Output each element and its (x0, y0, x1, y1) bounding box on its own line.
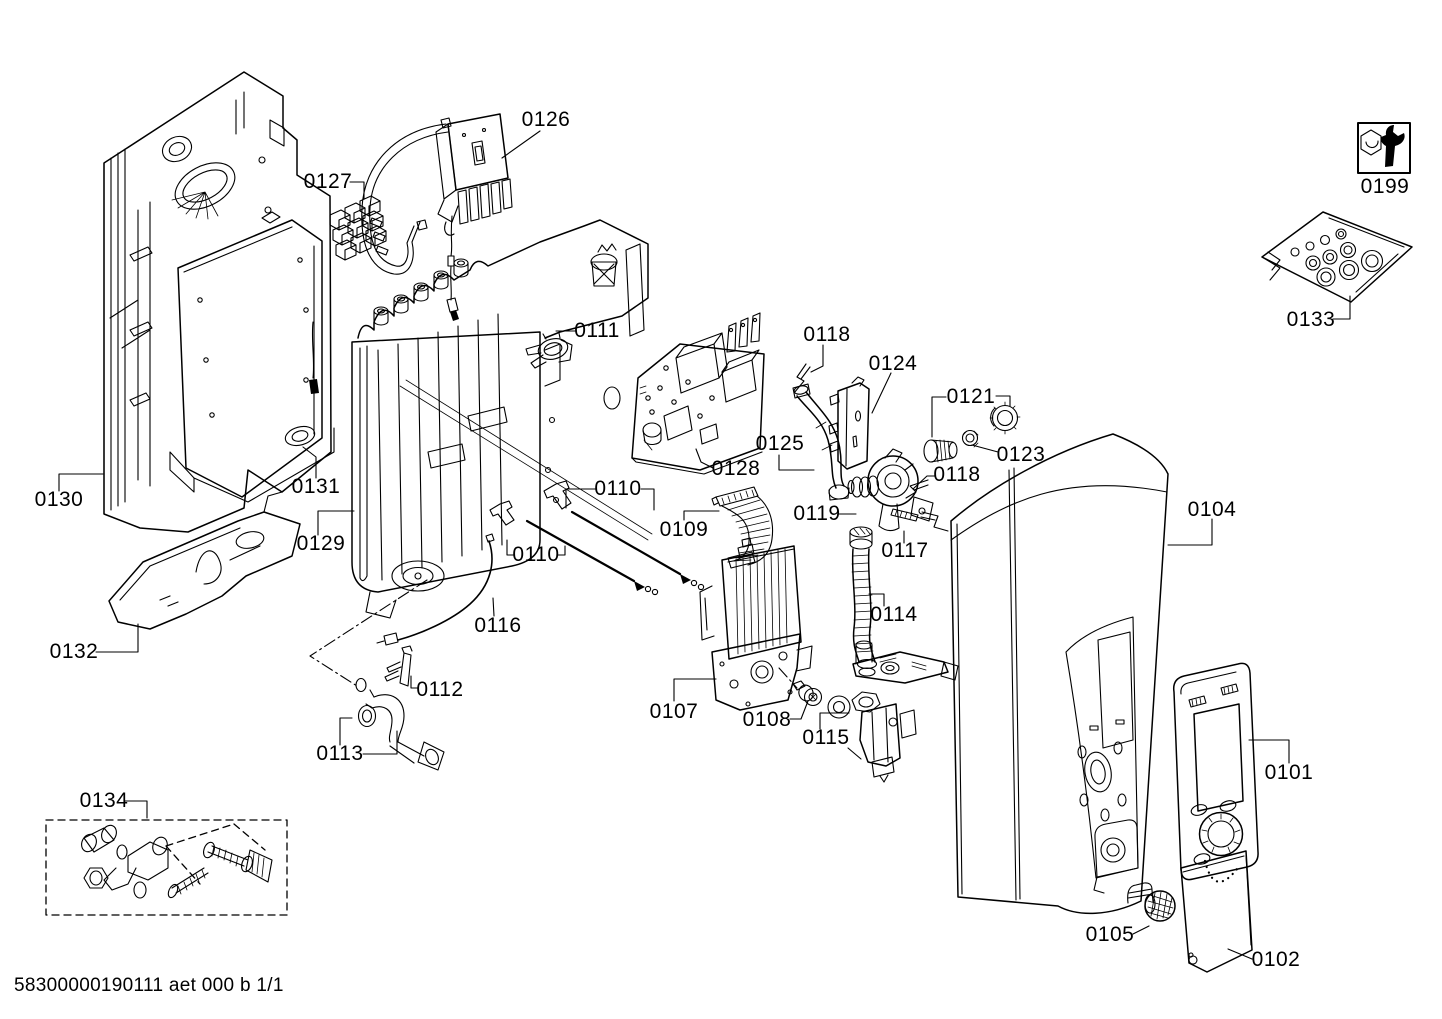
part-0115-drawing (827, 640, 959, 783)
part-0121-drawing (923, 401, 1021, 463)
part-0111-drawing (525, 332, 573, 369)
part-label-0115: 0115 (802, 726, 850, 749)
part-label-0134: 0134 (79, 789, 129, 812)
part-0119-drawing (847, 448, 934, 532)
part-label-0128: 0128 (711, 457, 761, 480)
part-label-0110-upper: 0110 (594, 477, 642, 500)
part-0131-drawing (169, 211, 335, 503)
leader-lines (58, 130, 1351, 960)
part-0118-upper-drawing (793, 363, 811, 394)
part-0130-drawing (103, 71, 332, 533)
part-label-0125: 0125 (755, 432, 805, 455)
service-tool-box (1357, 122, 1411, 174)
part-0104-drawing (950, 433, 1169, 915)
part-label-0111: 0111 (574, 319, 620, 342)
part-0101-drawing (1172, 662, 1259, 881)
part-0112-drawing (384, 645, 413, 687)
part-label-0109: 0109 (659, 518, 709, 541)
part-0117-drawing (890, 508, 949, 532)
part-label-0126: 0126 (521, 108, 571, 131)
part-label-0101: 0101 (1264, 761, 1314, 784)
part-0129-drawing (351, 219, 653, 619)
part-0108-drawing (792, 680, 823, 707)
part-label-0118-right: 0118 (933, 463, 981, 486)
part-label-0114: 0114 (870, 603, 918, 626)
part-0133-drawing (1261, 211, 1413, 303)
part-label-0118-upper: 0118 (803, 323, 851, 346)
part-label-0108: 0108 (742, 708, 792, 731)
part-label-0123: 0123 (996, 443, 1046, 466)
part-label-0104: 0104 (1187, 498, 1237, 521)
part-0124-drawing (828, 376, 870, 470)
part-label-0199: 0199 (1360, 175, 1410, 198)
part-label-0112: 0112 (416, 678, 464, 701)
part-label-0121: 0121 (946, 385, 996, 408)
part-0102-drawing (1180, 850, 1253, 973)
part-0113-drawing (355, 677, 445, 771)
part-label-0133: 0133 (1286, 308, 1336, 331)
part-label-0127: 0127 (303, 170, 353, 193)
part-0107-drawing (699, 537, 813, 711)
part-label-0132: 0132 (49, 640, 99, 663)
part-label-0131: 0131 (291, 475, 341, 498)
part-label-0105: 0105 (1085, 923, 1135, 946)
part-0105-drawing (1127, 882, 1176, 922)
part-label-0110-lower: 0110 (512, 543, 560, 566)
part-label-0129: 0129 (296, 532, 346, 555)
part-0127-drawing (329, 195, 389, 261)
part-label-0113: 0113 (316, 742, 364, 765)
part-0132-drawing (108, 491, 301, 630)
part-0110-lower-drawing (489, 500, 659, 596)
part-label-0119: 0119 (793, 502, 841, 525)
part-0134-drawing (45, 819, 288, 916)
part-label-0130: 0130 (34, 488, 84, 511)
document-code: 58300000190111 aet 000 b 1/1 (14, 975, 284, 996)
part-0126-drawing (309, 113, 513, 394)
part-0123-drawing (961, 429, 979, 448)
part-0114-drawing (849, 526, 878, 677)
wrench-icon (1360, 125, 1405, 167)
assembly-axis-line (309, 579, 428, 687)
part-label-0107: 0107 (649, 700, 699, 723)
part-label-0124: 0124 (868, 352, 918, 375)
part-0116-drawing (376, 533, 495, 646)
part-label-0102: 0102 (1251, 948, 1301, 971)
part-label-0116: 0116 (474, 614, 522, 637)
part-label-0117: 0117 (881, 539, 929, 562)
part-0128-drawing (631, 312, 765, 475)
part-0110-upper-drawing (543, 480, 705, 591)
